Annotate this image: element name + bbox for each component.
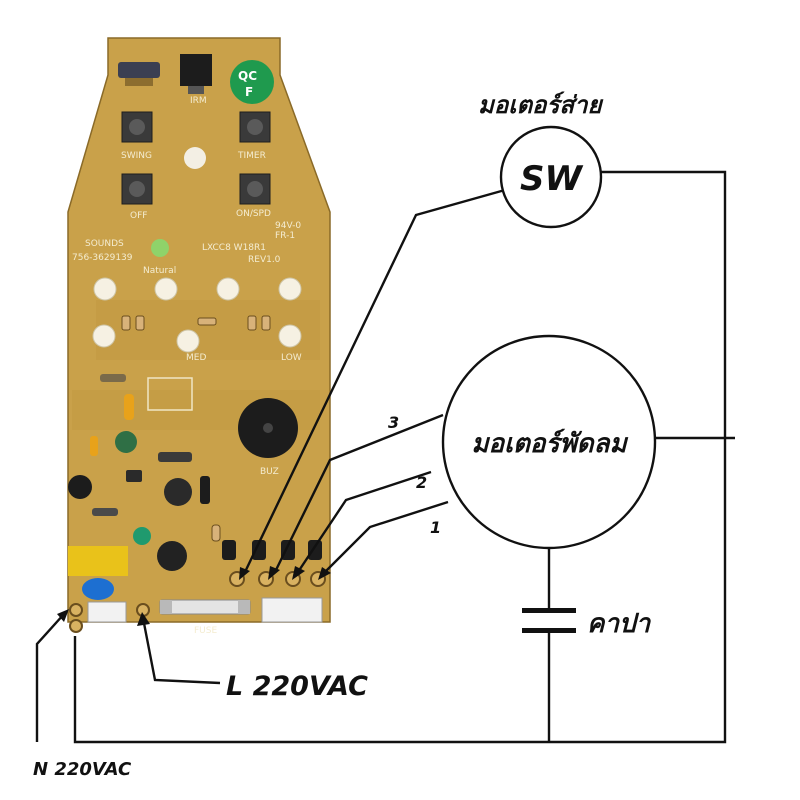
white-led-top	[184, 147, 206, 169]
sounds-label: SOUNDS	[85, 239, 124, 249]
pcb-board: IRM QC F SWING TIMER OFF ON/SPD	[67, 37, 331, 636]
sw-label: SW	[520, 159, 583, 199]
led-row-1	[93, 277, 302, 301]
wire-neutral	[35, 613, 65, 742]
fan-motor-label: มอเตอร์พัดลม	[471, 428, 628, 459]
wire-speed-1	[324, 500, 449, 573]
electrolytic-cap-1	[115, 431, 137, 453]
swing-switch-symbol: SW	[499, 125, 603, 229]
natural-label: Natural	[143, 266, 176, 276]
arrow-speed-3	[268, 566, 280, 580]
arrow-live	[137, 612, 150, 626]
wire-swing-motor	[243, 188, 506, 573]
qc-text: QC	[238, 69, 257, 83]
transistor-left	[68, 475, 92, 499]
wire-bus-right	[73, 170, 727, 744]
resistor-row	[121, 315, 271, 331]
power-input-pads	[69, 603, 150, 633]
cert-2: FR-1	[275, 231, 295, 241]
wire-live	[141, 617, 221, 685]
button-timer: TIMER	[237, 111, 271, 161]
med-label: MED	[186, 353, 206, 363]
timer-label: TIMER	[237, 151, 266, 161]
arrow-neutral	[57, 609, 69, 622]
button-off: OFF	[121, 173, 153, 221]
x-capacitor	[68, 546, 128, 576]
arrow-swing	[239, 567, 250, 580]
connector-left	[87, 601, 127, 623]
fuse: FUSE	[159, 599, 251, 636]
fuse-label: FUSE	[194, 626, 217, 636]
speed-3-label: 3	[388, 413, 399, 432]
swing-label: SWING	[121, 151, 152, 161]
wire-speed-3	[273, 413, 444, 573]
model-label: LXCC8 W18R1	[202, 243, 266, 253]
button-on-spd: ON/SPD	[236, 173, 271, 219]
off-label: OFF	[130, 211, 147, 221]
cert-1: 94V-0	[275, 221, 301, 231]
natural-led	[151, 239, 169, 257]
arrow-speed-2	[292, 566, 305, 580]
low-label: LOW	[281, 353, 302, 363]
arrow-speed-1	[318, 567, 331, 580]
part-number: 756-3629139	[72, 253, 133, 263]
speed-2-label: 2	[416, 473, 427, 492]
electrolytic-cap-2	[164, 478, 192, 506]
capacitor-symbol	[522, 608, 576, 633]
onspd-label: ON/SPD	[236, 209, 271, 219]
qc-f-text: F	[245, 85, 253, 99]
crystal-component	[118, 62, 160, 78]
qc-badge: QC F	[230, 60, 274, 104]
output-terminals	[229, 571, 326, 587]
led-row-2	[92, 324, 302, 353]
swing-motor-title: มอเตอร์ส่าย	[478, 91, 603, 119]
electrolytic-cap-3	[157, 541, 187, 571]
fan-motor-symbol: มอเตอร์พัดลม	[441, 334, 657, 550]
neutral-label: N 220VAC	[33, 759, 132, 780]
varistor	[82, 578, 114, 600]
ir-receiver	[180, 54, 212, 86]
capacitor-label: คาปา	[587, 609, 651, 639]
buzzer-label: BUZ	[260, 467, 279, 477]
ic-outline	[147, 377, 193, 411]
buzzer: BUZ	[238, 398, 298, 477]
speed-1-label: 1	[430, 518, 441, 537]
connector-right	[261, 597, 323, 623]
wire-speed-2	[297, 470, 432, 573]
revision-label: REV1.0	[248, 255, 281, 265]
live-label: L 220VAC	[226, 671, 368, 702]
button-swing: SWING	[121, 111, 153, 161]
ir-label: IRM	[190, 96, 207, 106]
